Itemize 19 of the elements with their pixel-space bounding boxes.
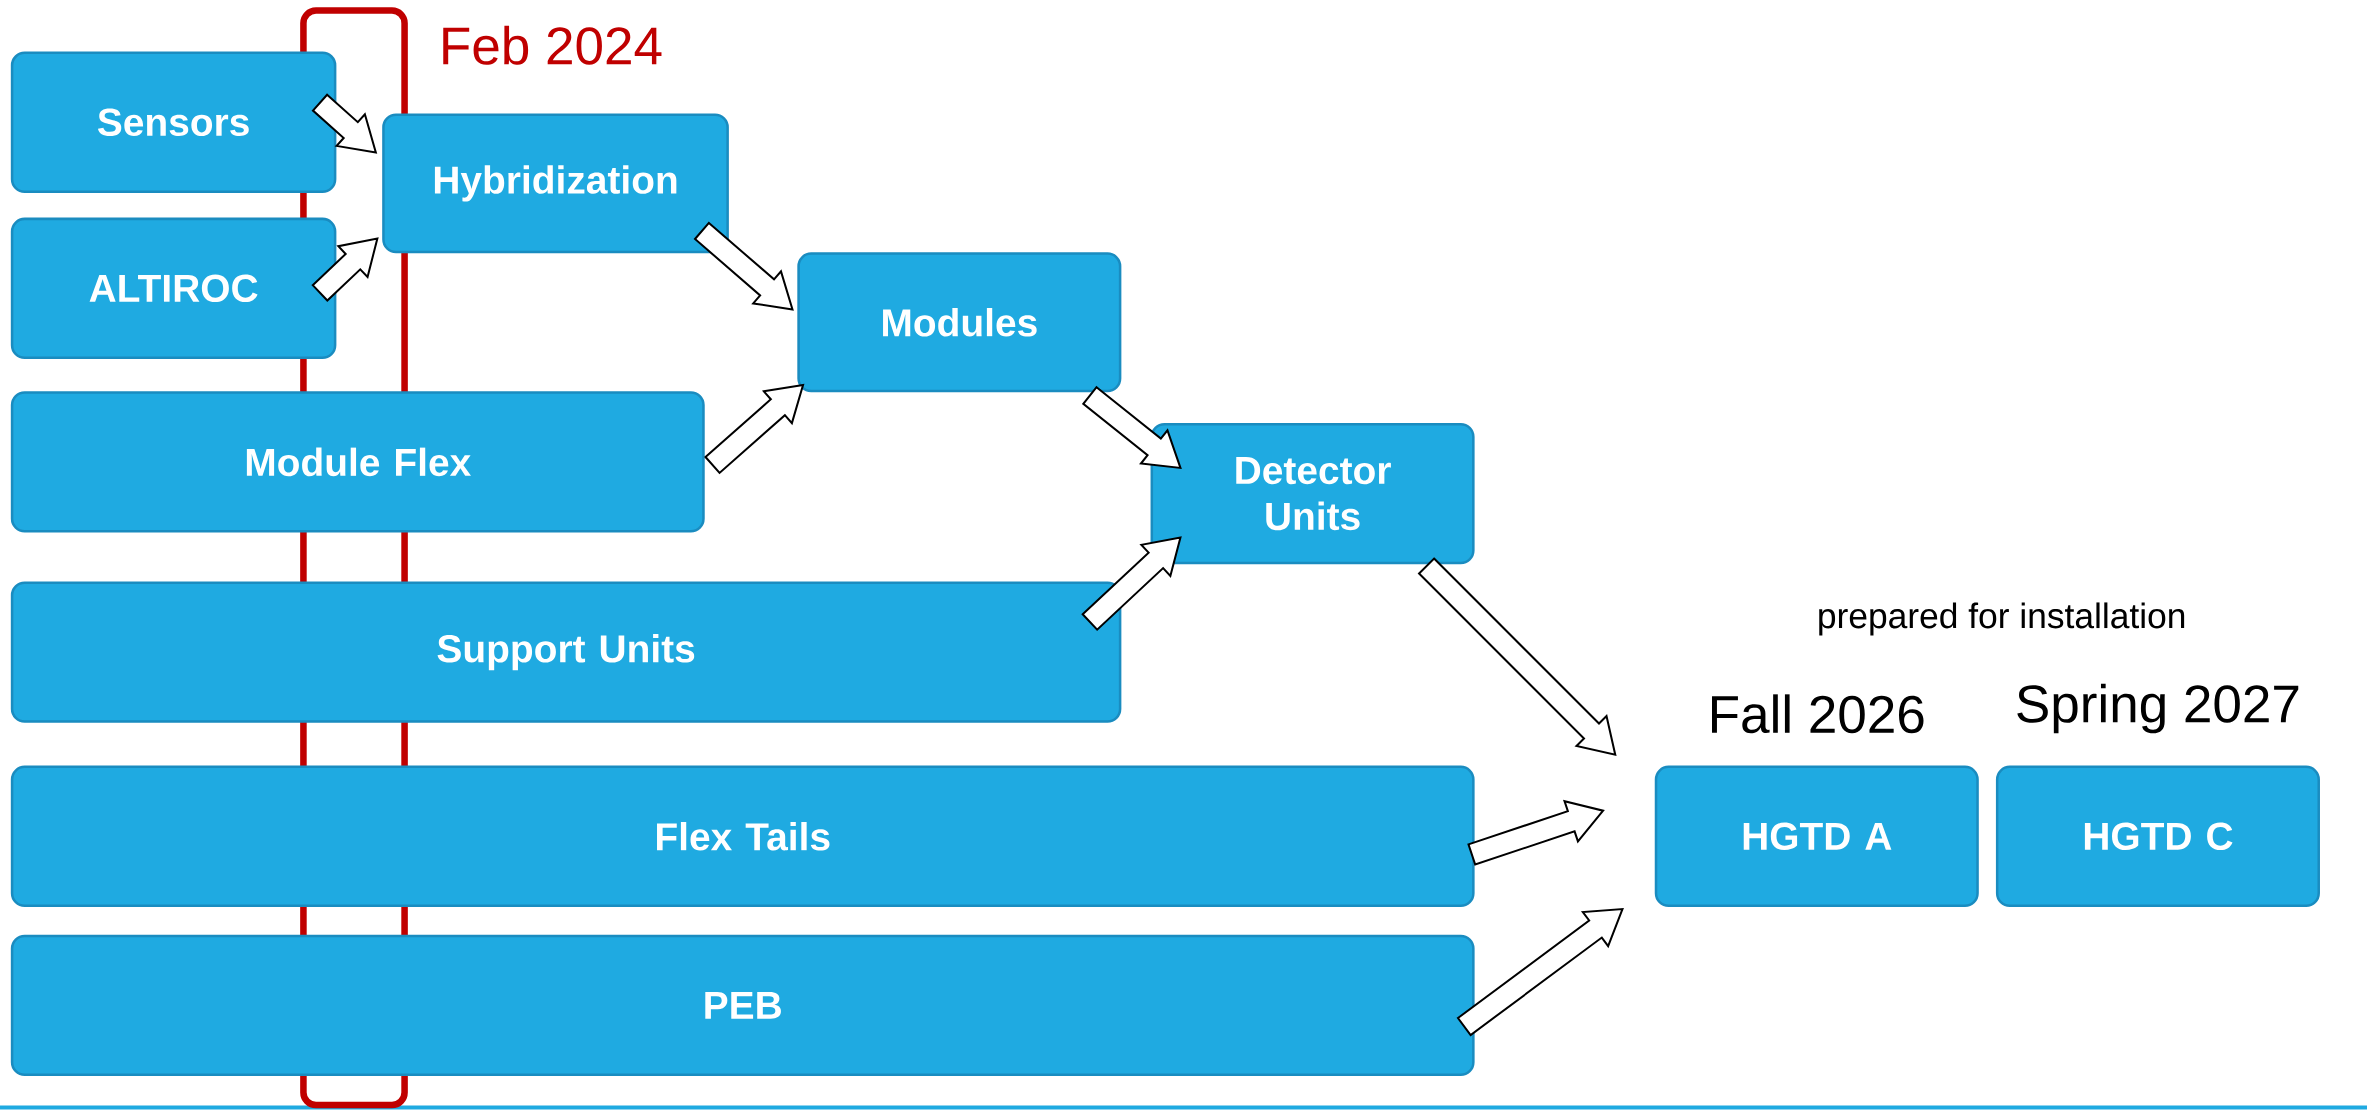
process-box: HGTD A — [1654, 765, 1979, 908]
date-label: Feb 2024 — [443, 26, 662, 65]
block-arrow — [311, 93, 378, 154]
process-box: Modules — [797, 252, 1122, 393]
process-box: PEB — [10, 934, 1475, 1077]
process-box: Support Units — [10, 581, 1122, 724]
process-box: Hybridization — [382, 113, 729, 254]
process-box: Module Flex — [10, 391, 705, 533]
process-box: HGTD C — [1995, 765, 2320, 908]
block-arrow — [704, 383, 805, 475]
process-box: Flex Tails — [10, 765, 1475, 908]
date-label: Spring 2027 — [2017, 684, 2299, 734]
process-box: Detector Units — [1150, 423, 1475, 565]
block-arrow — [1467, 799, 1605, 866]
block-arrow — [1456, 908, 1624, 1037]
process-box: Sensors — [10, 51, 337, 194]
process-box: ALTIROC — [10, 217, 337, 360]
note-text: prepared for installation — [1819, 602, 2185, 636]
date-label: Fall 2026 — [1712, 694, 1924, 734]
